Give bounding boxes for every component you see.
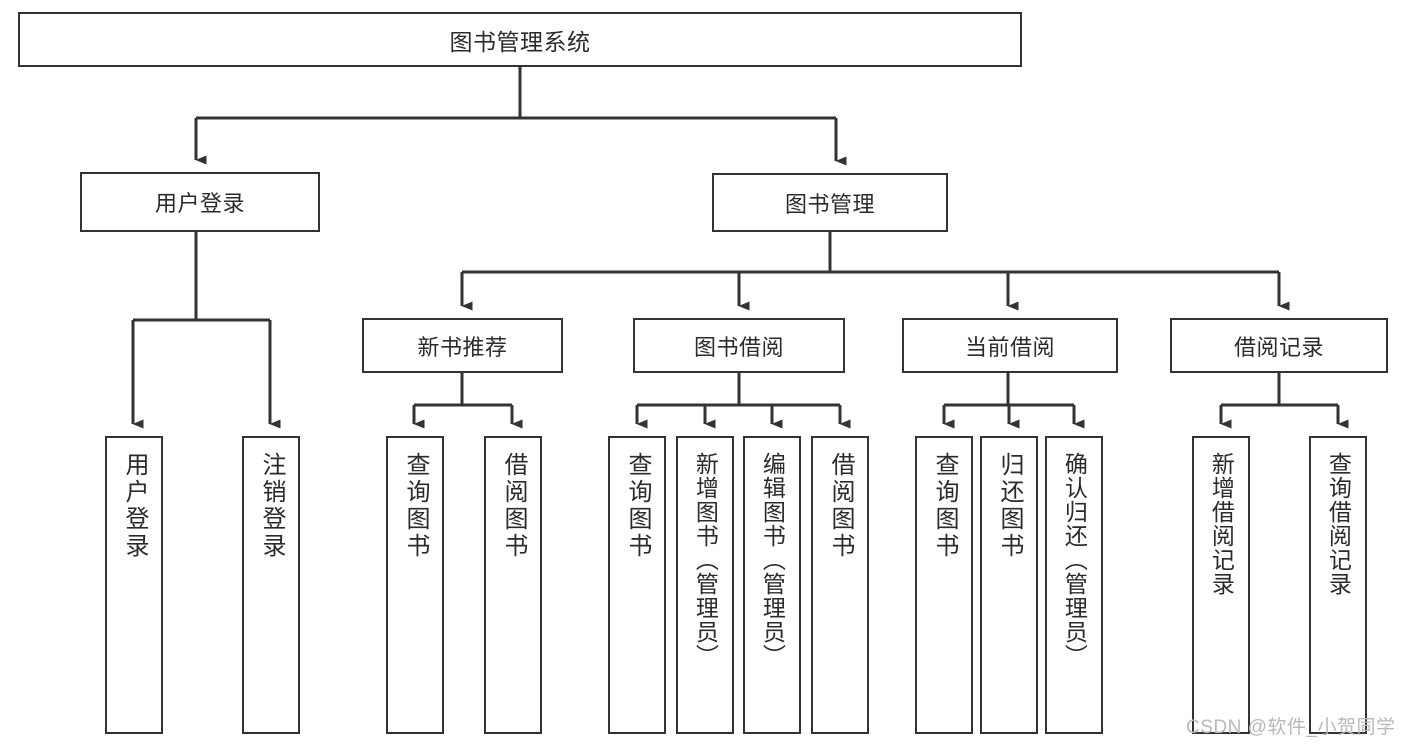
node-current-borrow-label: 当前借阅 — [964, 334, 1055, 360]
node-book-borrow-label: 图书借阅 — [693, 334, 784, 360]
node-leaf-user-login-label: 用户登录 — [120, 452, 148, 560]
watermark-credit: CSDN @软件_小贺同学 — [1186, 717, 1396, 738]
node-leaf-borrow-book-1[interactable]: 借阅图书 — [484, 436, 542, 734]
node-leaf-query-book-2-label: 查询图书 — [623, 452, 651, 560]
node-root-system[interactable]: 图书管理系统 — [18, 12, 1022, 67]
node-current-borrow[interactable]: 当前借阅 — [902, 318, 1118, 373]
node-leaf-return-book[interactable]: 归还图书 — [980, 436, 1038, 734]
node-borrow-record[interactable]: 借阅记录 — [1170, 318, 1388, 373]
node-book-management[interactable]: 图书管理 — [712, 173, 948, 232]
node-borrow-record-label: 借阅记录 — [1233, 334, 1324, 360]
node-user-login[interactable]: 用户登录 — [80, 172, 320, 232]
node-leaf-confirm-return[interactable]: 确认归还（管理员） — [1045, 436, 1103, 734]
node-leaf-borrow-book-2-label: 借阅图书 — [826, 452, 854, 560]
node-book-borrow[interactable]: 图书借阅 — [633, 318, 845, 373]
node-leaf-query-record-label: 查询借阅记录 — [1325, 452, 1352, 596]
node-leaf-user-login[interactable]: 用户登录 — [105, 436, 163, 734]
node-leaf-query-book-2[interactable]: 查询图书 — [608, 436, 666, 734]
node-leaf-query-book-1-label: 查询图书 — [401, 452, 429, 560]
node-leaf-add-book[interactable]: 新增图书（管理员） — [676, 436, 734, 734]
node-leaf-borrow-book-2[interactable]: 借阅图书 — [811, 436, 869, 734]
node-leaf-edit-book[interactable]: 编辑图书（管理员） — [743, 436, 801, 734]
node-leaf-confirm-return-label: 确认归还（管理员） — [1061, 452, 1088, 668]
node-root-label: 图书管理系统 — [449, 28, 591, 55]
node-leaf-logout-login-label: 注销登录 — [257, 452, 285, 560]
node-leaf-query-book-3-label: 查询图书 — [930, 452, 958, 560]
node-new-book-recommend-label: 新书推荐 — [417, 334, 508, 360]
node-new-book-recommend[interactable]: 新书推荐 — [362, 318, 563, 373]
node-leaf-query-book-3[interactable]: 查询图书 — [915, 436, 973, 734]
node-book-management-label: 图书管理 — [784, 191, 875, 217]
node-leaf-logout-login[interactable]: 注销登录 — [242, 436, 300, 734]
node-user-login-label: 用户登录 — [154, 191, 245, 216]
node-leaf-return-book-label: 归还图书 — [995, 452, 1023, 560]
node-leaf-add-record[interactable]: 新增借阅记录 — [1192, 436, 1250, 734]
node-leaf-query-record[interactable]: 查询借阅记录 — [1309, 436, 1367, 734]
node-leaf-add-book-label: 新增图书（管理员） — [692, 452, 719, 668]
node-leaf-add-record-label: 新增借阅记录 — [1208, 452, 1235, 596]
node-leaf-query-book-1[interactable]: 查询图书 — [386, 436, 444, 734]
node-leaf-borrow-book-1-label: 借阅图书 — [499, 452, 527, 560]
node-leaf-edit-book-label: 编辑图书（管理员） — [759, 452, 786, 668]
